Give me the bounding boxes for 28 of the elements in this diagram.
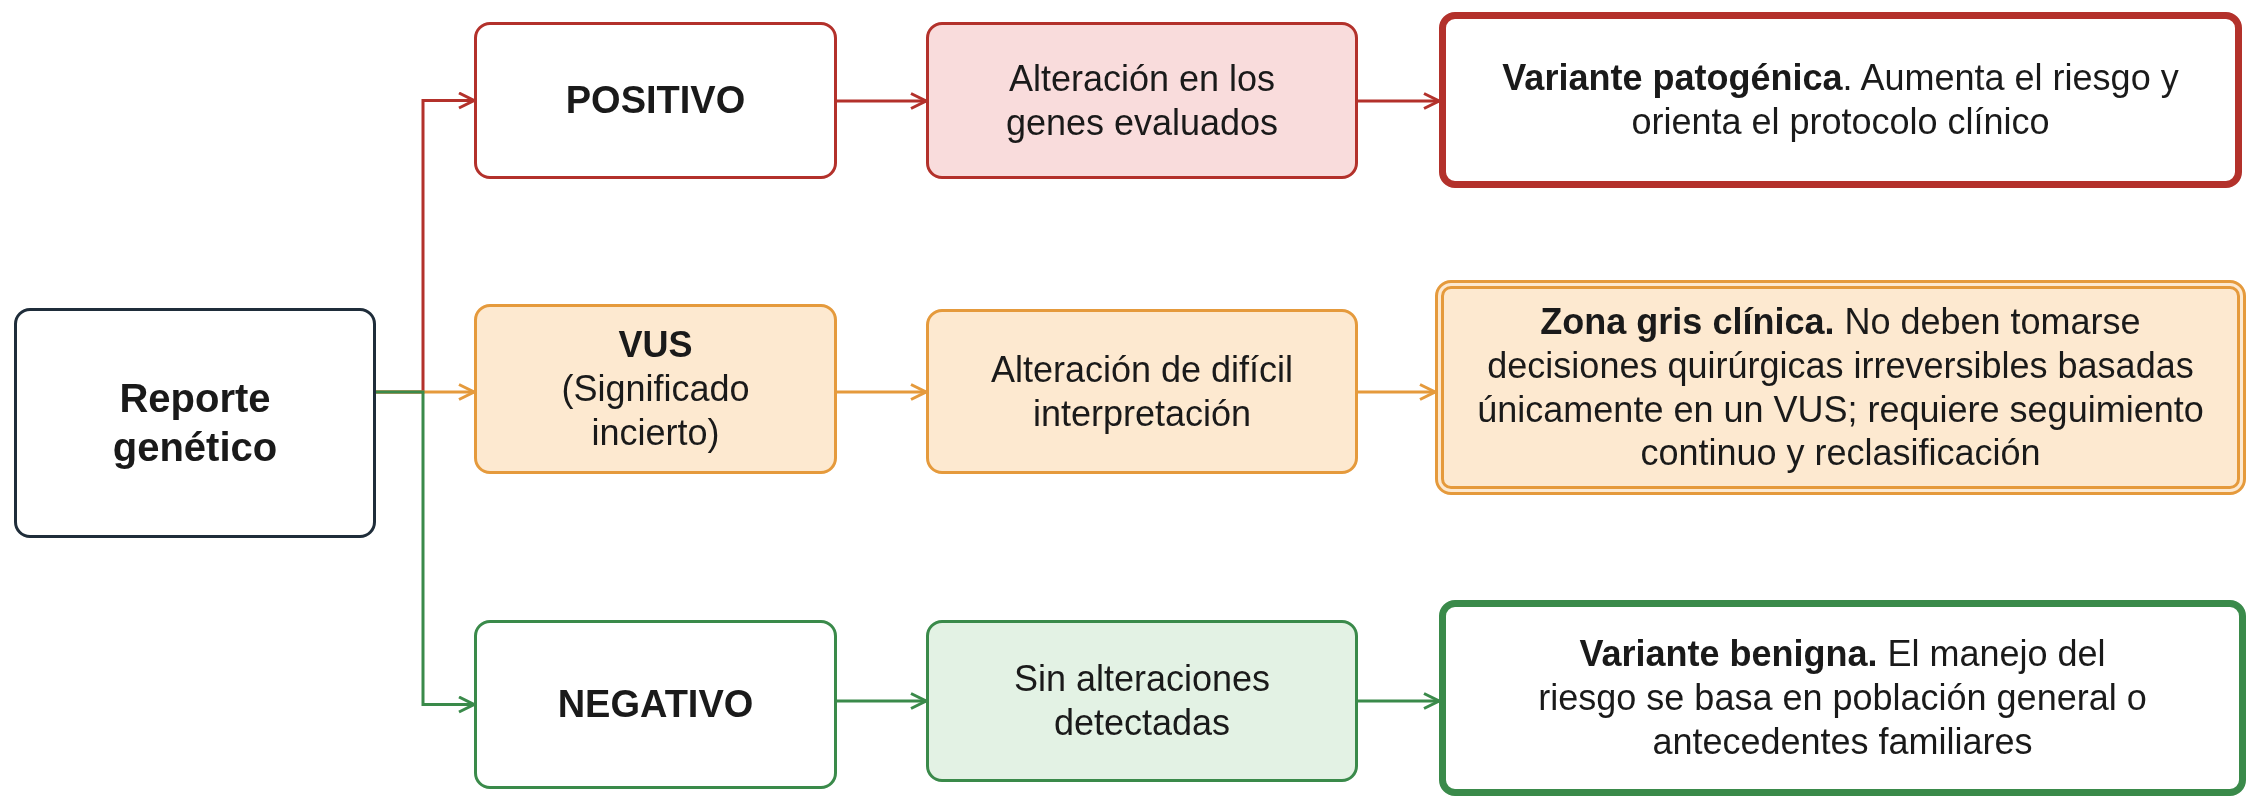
process-box [474,620,837,789]
arrow [837,92,928,110]
process-box [474,304,837,474]
node-text: Alteración en los genes evaluados [1004,56,1280,145]
process-box [474,22,837,179]
node-text: Variante patogénica. Aumenta el riesgo y orienta el protocolo clínico [1501,56,2180,144]
arrow [837,383,928,401]
process-box [926,309,1358,474]
node-heading: VUS [618,323,693,368]
process-box [1439,12,2242,188]
node-text: Variante benigna. El manejo del riesgo se basa en población general o antecedentes familiares [1537,632,2148,764]
node-text: NEGATIVO [557,682,754,728]
start-box [14,308,376,538]
node-text: POSITIVO [565,78,746,124]
process-box [926,620,1358,782]
arrow [376,390,476,714]
arrow [837,692,928,710]
arrow [1358,692,1441,710]
node-text: Sin alteraciones detectadas [1012,657,1272,745]
node-text: Reporte genético [111,375,279,471]
node-text: Zona gris clínica. No deben tomarse decisiones quirúrgicas irreversibles basadas únicamente en un VUS; requiere seguimiento continuo y reclasificación [1476,299,2205,476]
process-box [926,22,1358,179]
arrow [1358,92,1441,110]
node-text: Alteración de difícil interpretación [989,347,1295,436]
arrow [1358,383,1437,401]
node-text: (Significado incierto) [560,367,751,455]
process-box [1435,280,2246,495]
process-box [1439,600,2246,796]
